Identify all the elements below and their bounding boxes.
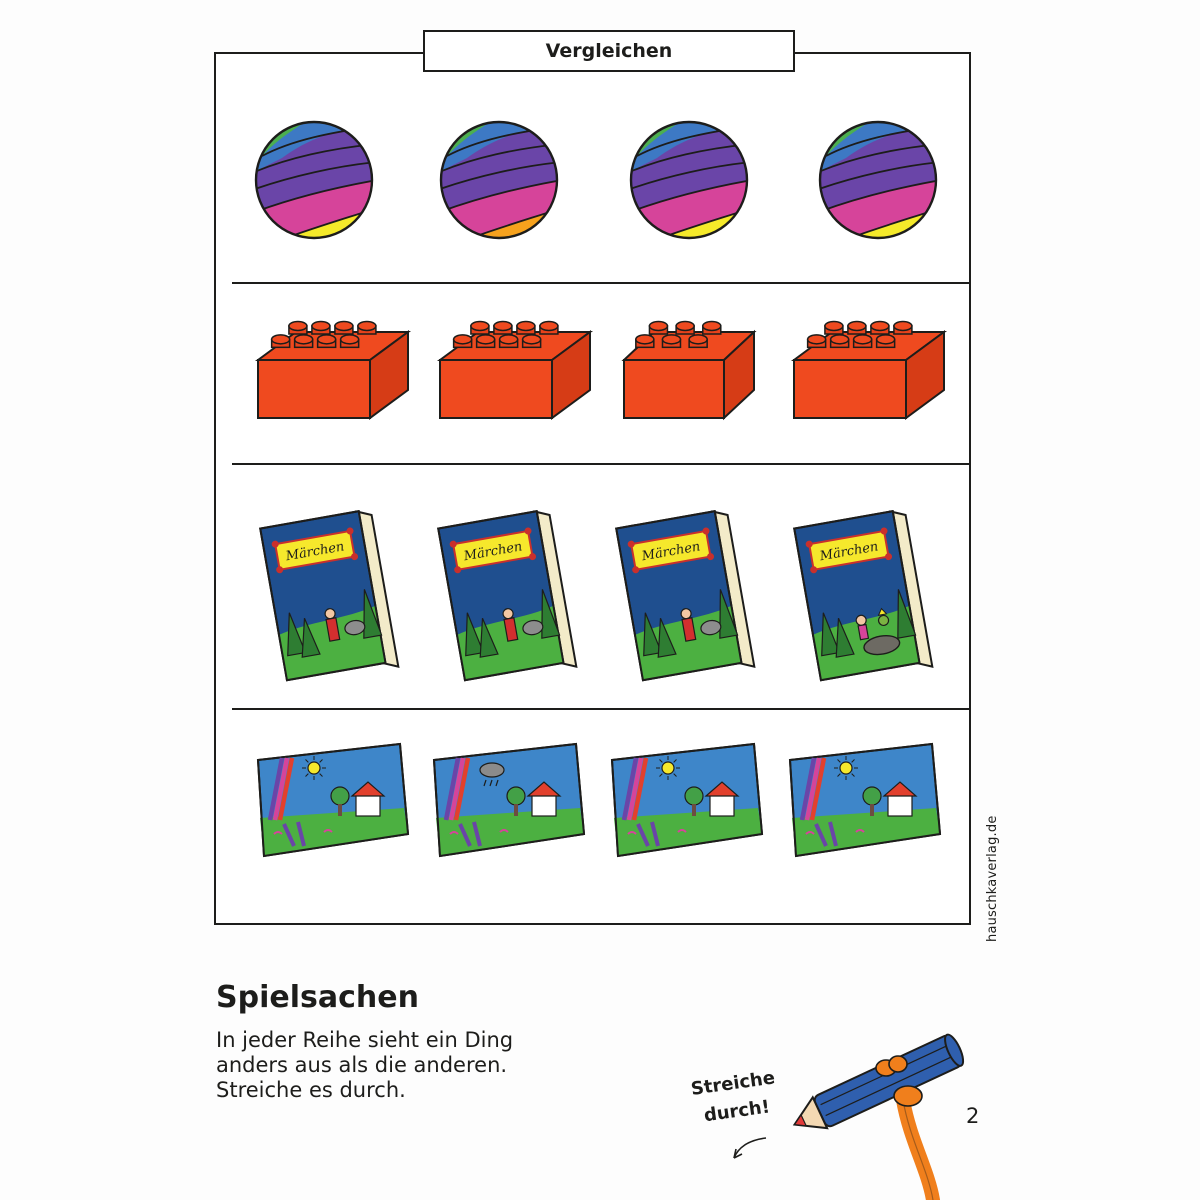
ball-drawing [629, 120, 749, 240]
row-divider [232, 282, 969, 284]
brick-item[interactable] [250, 310, 412, 425]
book-item[interactable]: Märchen [252, 495, 412, 685]
picture-drawing [256, 742, 410, 858]
ball-drawing [254, 120, 374, 240]
row-divider [232, 708, 969, 710]
picture-drawing [432, 742, 586, 858]
book-drawing: Märchen [793, 510, 934, 682]
picture-drawing [610, 742, 764, 858]
page-title: Vergleichen [423, 30, 795, 72]
brick-drawing [621, 320, 757, 421]
book-item[interactable]: Märchen [608, 495, 768, 685]
publisher-url: hauschkaverlag.de [985, 815, 1000, 942]
brick-drawing [436, 320, 594, 420]
picture-item[interactable] [608, 738, 768, 868]
section-heading: Spielsachen [216, 980, 419, 1015]
book-item[interactable]: Märchen [430, 495, 590, 685]
book-drawing: Märchen [615, 510, 756, 682]
ball-item[interactable] [252, 118, 377, 243]
pencil-mascot-icon [733, 1033, 965, 1200]
brick-drawing [254, 320, 412, 420]
brick-item[interactable] [432, 310, 594, 425]
book-drawing: Märchen [437, 510, 578, 682]
ball-drawing [439, 120, 559, 240]
ball-item-odd[interactable] [437, 118, 562, 243]
book-item-odd[interactable]: Märchen [786, 495, 946, 685]
row-divider [232, 463, 969, 465]
picture-item[interactable] [254, 738, 414, 868]
brick-item[interactable] [786, 310, 948, 425]
ball-item[interactable] [816, 118, 941, 243]
brick-drawing [790, 320, 948, 420]
ball-drawing [818, 120, 938, 240]
book-drawing: Märchen [259, 510, 400, 682]
brick-item-odd[interactable] [616, 310, 761, 425]
instruction-line: anders aus als die anderen. [216, 1053, 508, 1077]
picture-item-odd[interactable] [430, 738, 590, 868]
page-number: 2 [966, 1104, 980, 1128]
instruction-text: In jeder Reihe sieht ein Ding anders aus… [216, 1028, 536, 1103]
instruction-line: Streiche es durch. [216, 1078, 406, 1102]
ball-item[interactable] [627, 118, 752, 243]
picture-drawing [788, 742, 942, 858]
instruction-line: In jeder Reihe sieht ein Ding [216, 1028, 514, 1052]
picture-item[interactable] [786, 738, 946, 868]
